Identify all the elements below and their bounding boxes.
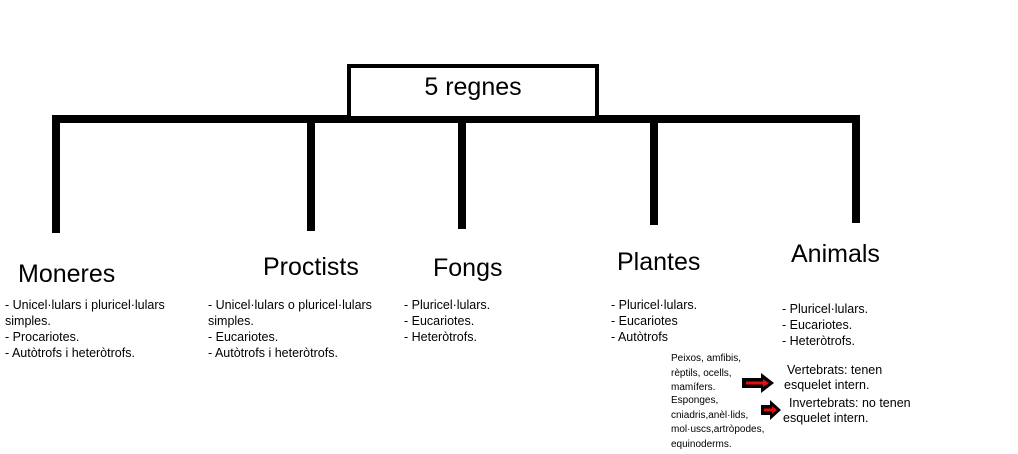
example-line: cniadris,anèl·lids, xyxy=(671,409,749,421)
invertebrates-note: Invertebrats: no tenen esquelet intern. xyxy=(783,396,911,426)
description-line: - Eucariotes. xyxy=(208,330,279,344)
branch-line-fongs xyxy=(458,115,466,229)
example-line: Peixos, amfibis, xyxy=(671,353,742,364)
description-line: - Unicel·lulars o pluricel·lulars xyxy=(208,298,372,312)
description-line: - Eucariotes xyxy=(611,314,678,328)
vertebrates-examples: Peixos, amfibis, rèptils, ocells, mamífe… xyxy=(671,352,741,396)
description-line: simples. xyxy=(208,314,254,328)
kingdom-name-animals: Animals xyxy=(791,240,880,268)
note-line: Invertebrats: no tenen xyxy=(789,396,911,410)
description-line: - Autòtrofs xyxy=(611,330,668,344)
description-line: - Heteròtrofs. xyxy=(404,330,477,344)
vertebrates-note: Vertebrats: tenen esquelet intern. xyxy=(784,363,882,393)
invertebrates-examples: Esponges, cniadris,anèl·lids, mol·uscs,a… xyxy=(671,394,764,452)
kingdom-name-moneres: Moneres xyxy=(18,260,116,288)
example-line: equinoderms. xyxy=(671,438,732,450)
right-arrow-icon xyxy=(761,400,781,420)
description-line: - Eucariotes. xyxy=(782,318,853,332)
note-line: Vertebrats: tenen xyxy=(787,363,883,377)
branch-line-proctists xyxy=(307,115,315,231)
description-line: - Pluricel·lulars. xyxy=(611,298,698,312)
root-title-box: 5 regnes xyxy=(347,64,599,120)
branch-line-plantes xyxy=(650,115,658,225)
branch-line-animals xyxy=(852,115,860,223)
description-line: - Eucariotes. xyxy=(404,314,475,328)
kingdom-description-moneres: - Unicel·lulars i pluricel·lulars simple… xyxy=(5,297,165,361)
note-line: esquelet intern. xyxy=(783,411,869,425)
example-line: Esponges, xyxy=(671,395,719,406)
example-line: mamífers. xyxy=(671,382,716,393)
kingdom-description-plantes: - Pluricel·lulars. - Eucariotes - Autòtr… xyxy=(611,297,697,345)
right-arrow-icon xyxy=(742,373,774,393)
description-line: - Heteròtrofs. xyxy=(782,334,855,348)
example-line: rèptils, ocells, xyxy=(671,367,732,379)
description-line: simples. xyxy=(5,314,51,328)
branch-line-moneres xyxy=(52,115,60,233)
description-line: - Pluricel·lulars. xyxy=(404,298,491,312)
kingdom-name-plantes: Plantes xyxy=(617,248,701,276)
kingdom-name-fongs: Fongs xyxy=(433,254,503,282)
root-title: 5 regnes xyxy=(424,73,522,101)
kingdom-description-animals: - Pluricel·lulars. - Eucariotes. - Heter… xyxy=(782,301,868,349)
description-line: - Unicel·lulars i pluricel·lulars xyxy=(5,298,165,312)
kingdom-name-proctists: Proctists xyxy=(263,253,359,281)
kingdom-description-proctists: - Unicel·lulars o pluricel·lulars simple… xyxy=(208,297,372,361)
note-line: esquelet intern. xyxy=(784,378,870,392)
description-line: - Autòtrofs i heteròtrofs. xyxy=(5,346,135,360)
description-line: - Pluricel·lulars. xyxy=(782,302,869,316)
description-line: - Autòtrofs i heteròtrofs. xyxy=(208,346,338,360)
example-line: mol·uscs,artròpodes, xyxy=(671,424,765,435)
description-line: - Procariotes. xyxy=(5,330,80,344)
kingdom-description-fongs: - Pluricel·lulars. - Eucariotes. - Heter… xyxy=(404,297,490,345)
